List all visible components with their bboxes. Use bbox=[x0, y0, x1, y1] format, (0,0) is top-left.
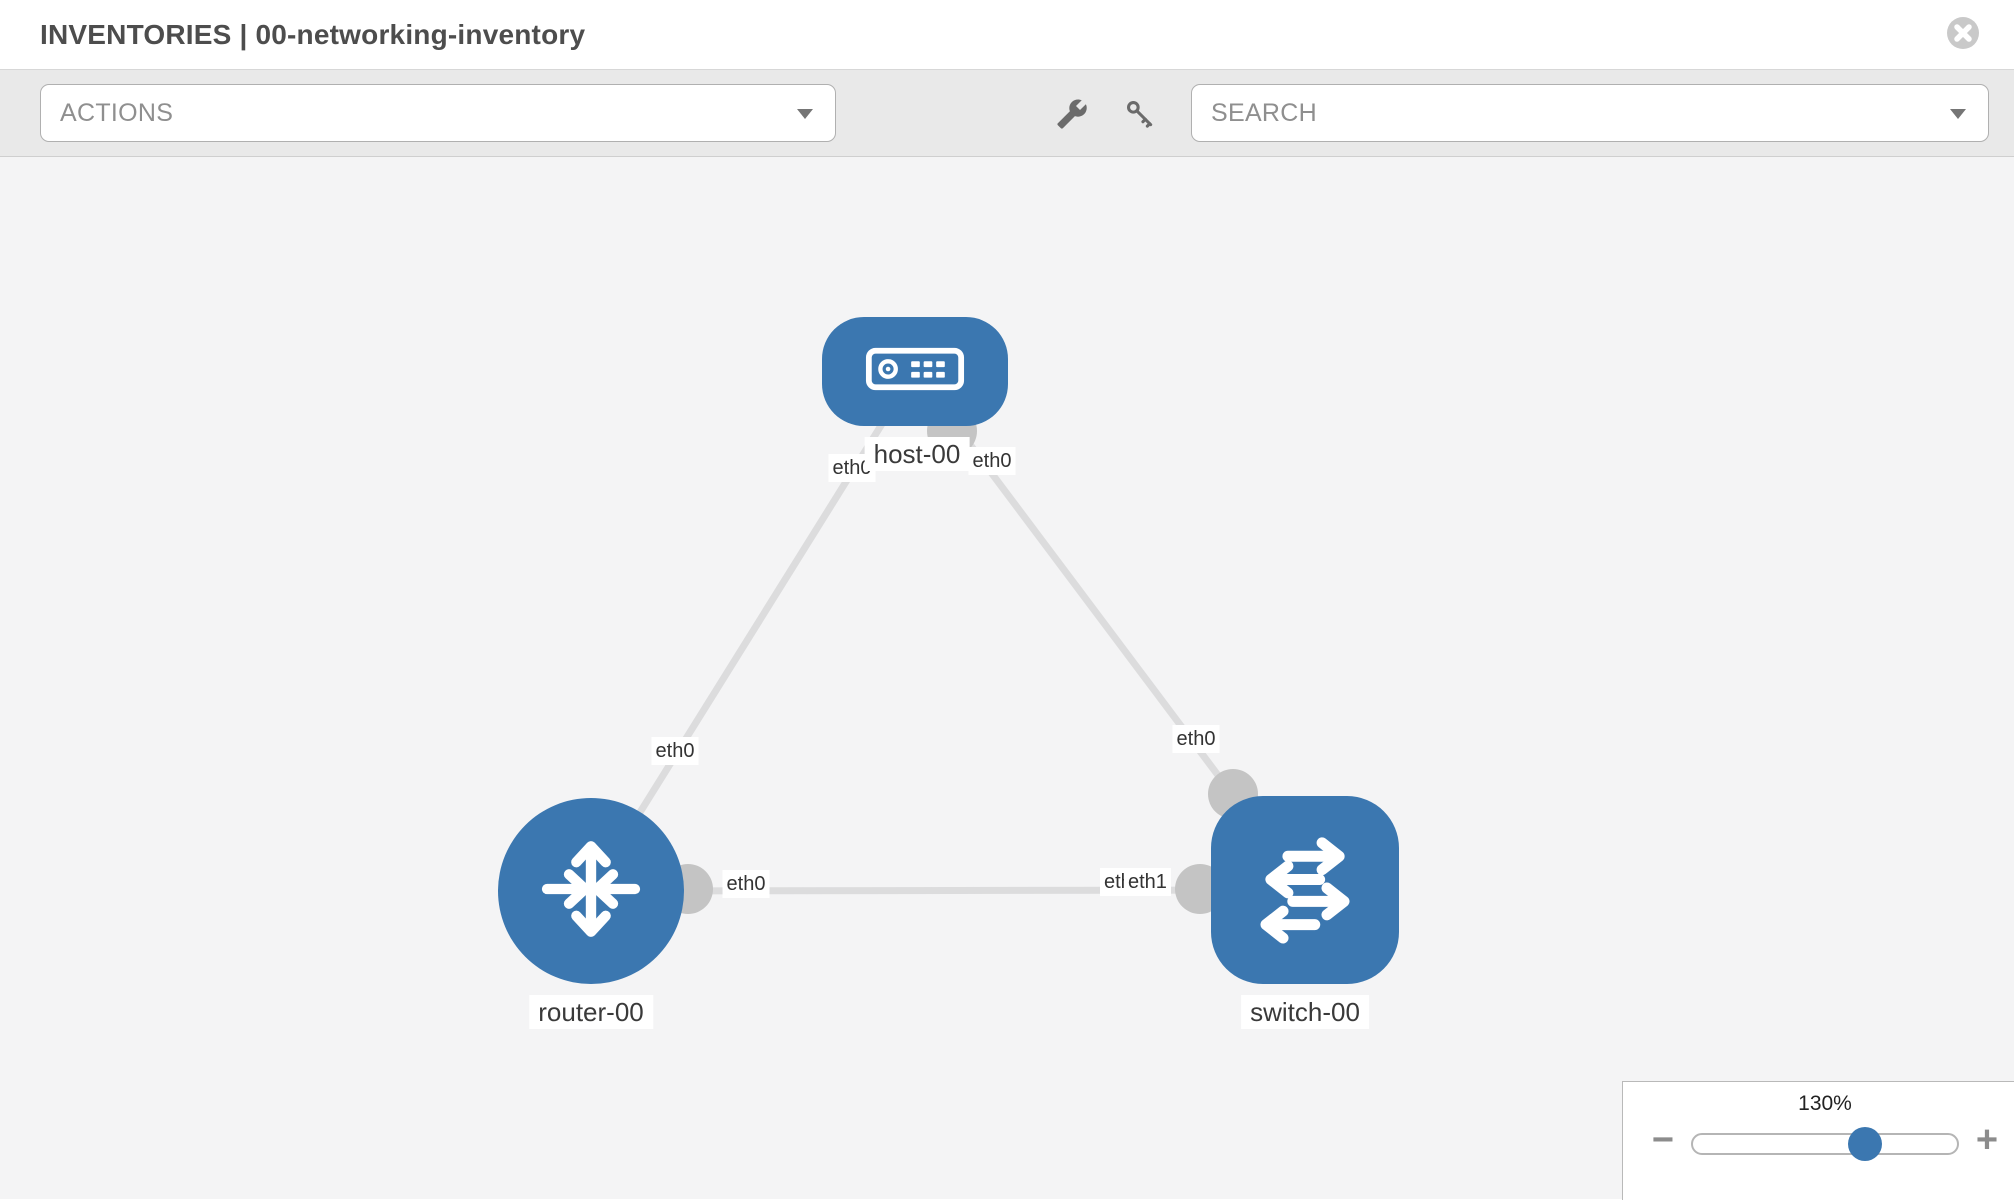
node-label-router: router-00 bbox=[529, 995, 653, 1029]
toolbar: ACTIONS SEARCH bbox=[0, 70, 2014, 157]
zoom-slider-track[interactable] bbox=[1691, 1133, 1959, 1155]
chevron-down-icon bbox=[797, 109, 813, 119]
zoom-slider-knob[interactable] bbox=[1848, 1127, 1883, 1161]
key-icon[interactable] bbox=[1124, 98, 1156, 130]
node-switch-00[interactable] bbox=[1211, 796, 1399, 984]
node-host-00[interactable] bbox=[822, 317, 1008, 426]
page-title: INVENTORIES | 00-networking-inventory bbox=[40, 19, 586, 50]
interface-label: eth0 bbox=[651, 737, 699, 765]
zoom-panel: 130% − + bbox=[1622, 1081, 2014, 1200]
wrench-icon[interactable] bbox=[1056, 98, 1088, 130]
topology-links bbox=[588, 368, 1307, 895]
zoom-out-button[interactable]: − bbox=[1651, 1119, 1675, 1161]
interface-label: eth0 bbox=[722, 870, 770, 898]
node-label-switch: switch-00 bbox=[1241, 995, 1369, 1029]
node-label-host: host-00 bbox=[864, 437, 970, 471]
close-icon[interactable] bbox=[1946, 16, 1980, 50]
actions-dropdown-label: ACTIONS bbox=[60, 99, 174, 127]
switch-icon bbox=[1244, 827, 1366, 954]
zoom-level-value: 130% bbox=[1798, 1092, 1852, 1115]
search-dropdown[interactable]: SEARCH bbox=[1191, 84, 1989, 142]
node-router-00[interactable] bbox=[498, 798, 684, 984]
zoom-in-button[interactable]: + bbox=[1975, 1119, 1999, 1161]
topology-canvas[interactable]: eth0 eth0 eth0 eth0 eth0 eth0 eth1 host-… bbox=[0, 157, 2014, 1200]
host-icon bbox=[865, 346, 965, 397]
header: INVENTORIES | 00-networking-inventory bbox=[0, 0, 2014, 70]
router-icon bbox=[530, 828, 652, 955]
actions-dropdown[interactable]: ACTIONS bbox=[40, 84, 836, 142]
interface-label: eth0 bbox=[968, 447, 1016, 475]
chevron-down-icon bbox=[1950, 109, 1966, 119]
interface-label: eth1 bbox=[1124, 868, 1171, 896]
interface-label: eth0 bbox=[1172, 725, 1220, 753]
search-dropdown-label: SEARCH bbox=[1211, 99, 1317, 127]
